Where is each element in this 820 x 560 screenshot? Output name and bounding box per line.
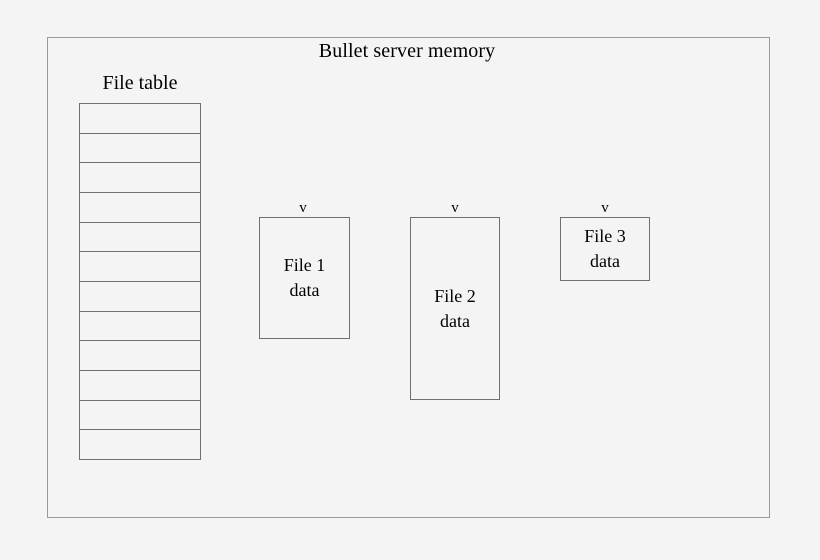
file-block-2-name: File 2 xyxy=(434,285,476,306)
file-data-block-3: File 3 data xyxy=(560,217,650,281)
file-table-row xyxy=(79,162,201,193)
file-table xyxy=(79,103,201,461)
file-table-row xyxy=(79,103,201,133)
file-block-1-name: File 1 xyxy=(283,255,326,275)
file-block-3-name: File 3 xyxy=(584,226,626,246)
file-table-row xyxy=(79,370,201,400)
file-table-row xyxy=(79,281,201,311)
bullet-server-memory-frame xyxy=(47,37,770,518)
arrow-down-icon: v xyxy=(299,200,307,216)
file-block-2-subtitle: data xyxy=(440,310,470,331)
file-table-row xyxy=(79,310,201,341)
file-data-block-1: File 1 data xyxy=(259,217,350,339)
file-table-row xyxy=(79,132,201,163)
file-table-row xyxy=(79,221,201,252)
file-table-row xyxy=(79,340,201,371)
file-block-1-subtitle: data xyxy=(289,280,320,300)
arrow-down-icon: v xyxy=(601,200,609,216)
file-data-block-2: File 2 data xyxy=(410,217,500,400)
file-table-row xyxy=(79,251,201,282)
file-table-row xyxy=(79,192,201,222)
file-block-3-subtitle: data xyxy=(590,251,620,271)
arrow-down-icon: v xyxy=(451,200,459,216)
file-table-row xyxy=(79,399,201,430)
file-table-row xyxy=(79,429,201,461)
diagram-title: Bullet server memory xyxy=(318,40,496,62)
file-table-label: File table xyxy=(102,72,178,94)
